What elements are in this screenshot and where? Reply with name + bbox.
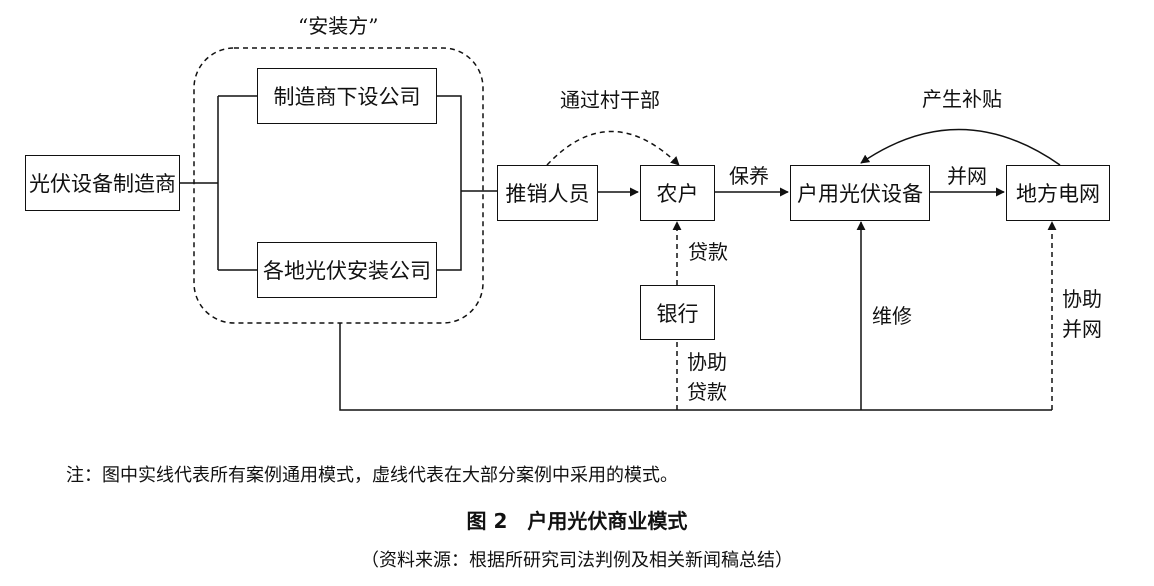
manufacturer-to-installers-line xyxy=(180,95,257,271)
node-local-installer: 各地光伏安装公司 xyxy=(257,242,437,298)
node-manufacturer: 光伏设备制造商 xyxy=(25,155,180,211)
legend-note: 注：图中实线代表所有案例通用模式，虚线代表在大部分案例中采用的模式。 xyxy=(66,465,678,486)
label-repair: 维修 xyxy=(872,304,912,328)
installer-group-boundary xyxy=(193,47,484,324)
label-grid-connection: 并网 xyxy=(947,164,987,188)
bottom-service-line xyxy=(339,323,1052,411)
installers-to-sales-line xyxy=(437,95,497,271)
node-subsidiary: 制造商下设公司 xyxy=(257,68,437,124)
node-farmer: 农户 xyxy=(640,165,715,221)
node-bank: 银行 xyxy=(640,285,715,340)
node-equipment: 户用光伏设备 xyxy=(790,165,930,221)
label-assist-loan: 协助 贷款 xyxy=(687,350,727,404)
node-sales: 推销人员 xyxy=(497,165,598,221)
figure-source: （资料来源：根据所研究司法判例及相关新闻稿总结） xyxy=(361,550,793,571)
label-maintenance: 保养 xyxy=(729,164,769,188)
label-subsidy: 产生补贴 xyxy=(922,87,1002,111)
label-loan: 贷款 xyxy=(688,240,728,264)
installer-group-label: “安装方” xyxy=(298,14,379,38)
node-grid: 地方电网 xyxy=(1006,165,1110,221)
label-assist-grid: 协助 并网 xyxy=(1062,287,1102,341)
label-via-village: 通过村干部 xyxy=(560,88,660,112)
village-route-arrow xyxy=(546,130,680,166)
subsidy-arrow xyxy=(860,128,1061,166)
figure-title: 图 2 户用光伏商业模式 xyxy=(466,509,688,533)
